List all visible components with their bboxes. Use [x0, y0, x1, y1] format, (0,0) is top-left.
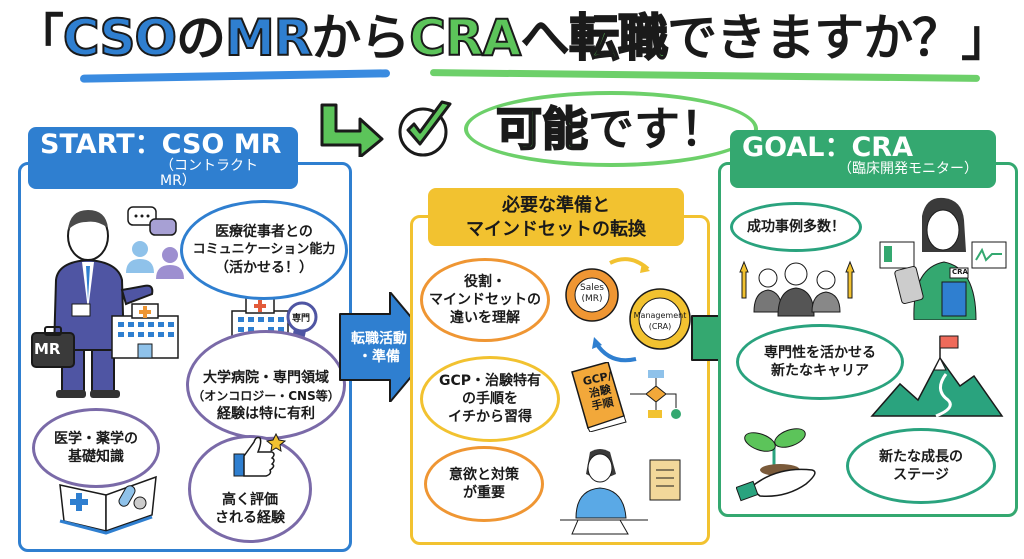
medical-book-icon	[59, 475, 157, 535]
goal-bubble-growth-stage: 新たな成長の ステージ	[846, 428, 996, 504]
briefcase-icon	[31, 326, 75, 368]
briefcase-label: MR	[34, 340, 61, 358]
bubble-line: 高く評価	[222, 492, 278, 508]
bubble-line: イチから習得	[448, 409, 532, 425]
cra-monitor-person-icon	[879, 197, 1007, 320]
thumbs-up-star-icon	[233, 432, 287, 477]
bubble-line: の手順を	[462, 391, 518, 407]
answer-highlight: 可能	[495, 101, 589, 157]
gears-icon	[565, 257, 691, 363]
check-circle-icon	[398, 100, 452, 157]
bubble-line: される経験	[215, 510, 285, 526]
title-no: の	[175, 9, 226, 67]
bubble-line: 専門性を活かせる	[764, 345, 876, 361]
bubble-line: （オンコロジー・CNS等）	[192, 389, 340, 403]
preparation-label-line2: マインドセットの転換	[466, 219, 646, 240]
bubble-line: 経験は特に有利	[217, 406, 315, 422]
mountain-flag-icon	[870, 335, 1004, 418]
mid-bubble-gcp-procedures: GCP・治験特有 の手順を イチから習得	[420, 356, 560, 442]
bubble-line: 違いを理解	[450, 310, 520, 326]
conversation-icon	[126, 206, 184, 279]
bubble-line: コミュニケーション能力	[192, 242, 336, 257]
successful-people-icon	[739, 260, 855, 317]
start-bubble-university-hospital: 大学病院・専門領域 （オンコロジー・CNS等） 経験は特に有利	[186, 330, 346, 440]
goal-label: GOAL：CRA	[742, 132, 913, 163]
start-sublabel: （コントラクトMR）	[160, 158, 258, 190]
start-bubble-highly-valued: 高く評価 される経験	[188, 435, 312, 543]
bubble-line: 医療従事者との	[215, 224, 313, 240]
preparation-label-line1: 必要な準備と	[502, 195, 610, 216]
goal-bubble-new-career: 専門性を活かせる 新たなキャリア	[736, 324, 904, 400]
bubble-line: 大学病院・専門領域	[203, 370, 329, 386]
gear-management-line2: (CRA)	[648, 322, 672, 331]
mid-bubble-motivation: 意欲と対策 が重要	[424, 446, 544, 522]
bubble-line: 新たな成長の	[879, 449, 963, 465]
title-cso: CSO	[62, 8, 178, 68]
gear-management-line1: Management	[633, 311, 687, 320]
start-banner: START：CSO MR （コントラクトMR）	[28, 127, 298, 189]
title-close-bracket: 」	[961, 9, 1011, 67]
hook-arrow-icon	[320, 103, 384, 157]
goal-bubble-success-cases: 成功事例多数！	[730, 202, 862, 252]
transition-label-line1: 転職活動	[351, 331, 407, 347]
start-bubble-communication: 医療従事者との コミュニケーション能力 （活かせる！）	[180, 200, 348, 300]
transition-arrow-label: 転職活動 ・準備	[342, 330, 416, 366]
bubble-line: 新たなキャリア	[771, 363, 869, 379]
preparation-banner: 必要な準備と マインドセットの転換	[428, 188, 684, 246]
main-question-title: 「CSOのMRからCRAへ転職できますか？」	[0, 6, 1024, 70]
hospital-icon	[111, 303, 179, 359]
bubble-line: （活かせる！）	[215, 260, 313, 276]
title-open-bracket: 「	[13, 9, 64, 67]
start-label: START：CSO MR	[40, 129, 282, 160]
title-cra: CRA	[408, 8, 522, 68]
bubble-line: マインドセットの	[429, 292, 541, 308]
gear-sales-line1: Sales	[580, 283, 604, 293]
bubble-line: 成功事例多数！	[747, 219, 845, 235]
bubble-line: ステージ	[893, 467, 949, 483]
sprout-hand-icon	[736, 428, 816, 502]
studying-person-icon	[560, 449, 681, 535]
bubble-line: 基礎知識	[68, 449, 124, 465]
cra-badge-label: CRA	[952, 268, 968, 276]
start-bubble-medical-knowledge: 医学・薬学の 基礎知識	[32, 408, 160, 488]
goal-banner: GOAL：CRA （臨床開発モニター）	[730, 130, 996, 188]
title-underline-green	[429, 69, 981, 82]
gear-sales-label: Sales (MR)	[576, 283, 608, 305]
answer-rest: です！	[588, 102, 726, 156]
gcp-book-flowchart-icon	[571, 362, 681, 432]
bubble-line: 役割・	[464, 274, 506, 290]
title-kara: から	[311, 9, 410, 67]
gear-sales-line2: (MR)	[581, 294, 603, 304]
transition-label-line2: ・準備	[358, 349, 400, 365]
gcp-book-label: GCP/ 治験 手順	[578, 369, 621, 415]
bubble-line: 意欲と対策	[449, 467, 519, 483]
bubble-line: 医学・薬学の	[54, 431, 138, 447]
goal-sublabel: （臨床開発モニター）	[838, 161, 978, 178]
title-he: へ	[520, 9, 570, 67]
answer-oval: 可能です！	[464, 91, 758, 167]
title-underline-blue	[79, 69, 391, 83]
bubble-line: が重要	[463, 485, 505, 501]
answer-row: 可能です！	[316, 91, 758, 167]
bubble-line: GCP・治験特有	[438, 373, 542, 389]
title-tenshoku: 転職	[568, 8, 669, 68]
specialty-badge-label: 専門	[292, 314, 311, 324]
title-mr: MR	[224, 8, 313, 68]
mid-bubble-role-mindset: 役割・ マインドセットの 違いを理解	[420, 258, 550, 342]
title-dekimasuka: できますか？	[667, 9, 962, 67]
gear-management-label: Management (CRA)	[626, 310, 694, 332]
